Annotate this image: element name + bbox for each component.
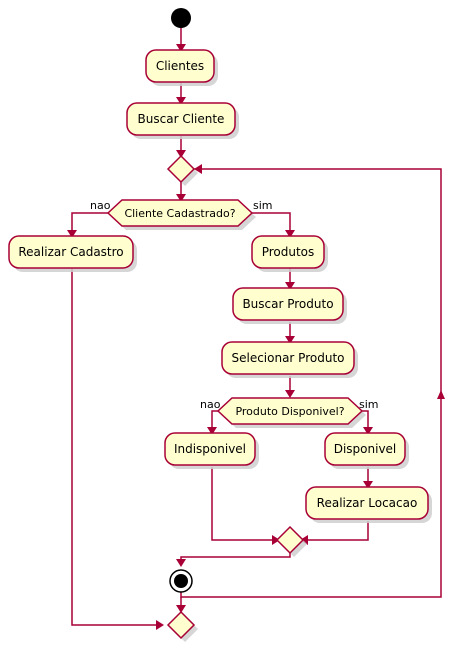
edges bbox=[67, 28, 445, 630]
label-cliente-cadastrado: Cliente Cadastrado? bbox=[124, 207, 235, 220]
label-indisponivel: Indisponivel bbox=[174, 442, 246, 456]
node-buscar-produto bbox=[232, 287, 344, 321]
node-selecionar-produto bbox=[221, 341, 355, 375]
label-realizar-locacao: Realizar Locacao bbox=[317, 496, 418, 510]
arrow-buscar-cliente bbox=[176, 97, 186, 105]
arrow-final-left bbox=[156, 620, 164, 630]
stop-outer-ring bbox=[169, 569, 193, 593]
arrow-indisponivel bbox=[207, 427, 217, 435]
decision-cliente-cadastrado bbox=[106, 199, 254, 227]
arrow-selecionar-produto bbox=[285, 336, 295, 344]
stop-inner-dot bbox=[174, 574, 188, 588]
label-produtos: Produtos bbox=[262, 245, 315, 259]
branch-label-produto-sim: sim bbox=[359, 398, 379, 411]
arrow-loop-merge bbox=[176, 150, 186, 158]
arrow-realizar-cadastro bbox=[67, 230, 77, 238]
label-clientes: Clientes bbox=[156, 59, 204, 73]
node-clientes bbox=[145, 49, 215, 83]
label-realizar-cadastro: Realizar Cadastro bbox=[18, 245, 123, 259]
branch-labels: nao sim nao sim bbox=[90, 199, 379, 411]
decision-nodes: Cliente Cadastrado? Produto Disponivel? bbox=[106, 154, 366, 642]
branch-label-cliente-sim: sim bbox=[253, 199, 273, 212]
loop-merge-node bbox=[166, 154, 196, 184]
produto-merge-node bbox=[275, 525, 305, 555]
arrow-produtos bbox=[285, 230, 295, 238]
arrow-buscar-produto bbox=[285, 282, 295, 290]
arrow-loop-left bbox=[194, 164, 202, 174]
final-merge-node bbox=[166, 610, 196, 640]
label-disponivel: Disponivel bbox=[334, 442, 397, 456]
edge-merge-stop bbox=[180, 553, 291, 564]
arrow-clientes bbox=[176, 44, 186, 52]
edge-nao-cadastro bbox=[71, 212, 110, 235]
arrow-disponivel bbox=[363, 427, 373, 435]
stop-node bbox=[169, 569, 193, 593]
decision-produto-disponivel bbox=[216, 397, 364, 425]
arrow-produto-decision bbox=[285, 390, 295, 398]
node-produtos bbox=[251, 235, 325, 269]
branch-label-cliente-nao: nao bbox=[90, 199, 111, 212]
label-buscar-cliente: Buscar Cliente bbox=[138, 112, 225, 126]
label-produto-disponivel: Produto Disponivel? bbox=[235, 405, 344, 418]
arrow-final-top bbox=[176, 605, 186, 613]
edge-indisponivel-merge bbox=[211, 467, 277, 541]
edge-loop-back bbox=[180, 168, 442, 598]
node-disponivel bbox=[324, 432, 406, 466]
node-realizar-cadastro bbox=[8, 235, 134, 269]
label-selecionar-produto: Selecionar Produto bbox=[231, 351, 344, 365]
node-indisponivel bbox=[164, 432, 256, 466]
arrow-stop bbox=[176, 559, 186, 567]
node-realizar-locacao bbox=[305, 486, 429, 520]
arrow-realizar-locacao bbox=[363, 481, 373, 489]
label-buscar-produto: Buscar Produto bbox=[242, 297, 333, 311]
edge-locacao-merge bbox=[303, 521, 369, 541]
start-node bbox=[171, 8, 191, 28]
edge-cadastro-final bbox=[71, 268, 160, 626]
arrow-loop-up bbox=[437, 390, 445, 399]
edge-sim-produtos bbox=[252, 212, 291, 235]
arrow-cliente-decision bbox=[176, 194, 186, 202]
node-buscar-cliente bbox=[126, 102, 236, 136]
action-nodes: Clientes Buscar Cliente Realizar Cadastr… bbox=[8, 49, 432, 523]
branch-label-produto-nao: nao bbox=[200, 398, 221, 411]
